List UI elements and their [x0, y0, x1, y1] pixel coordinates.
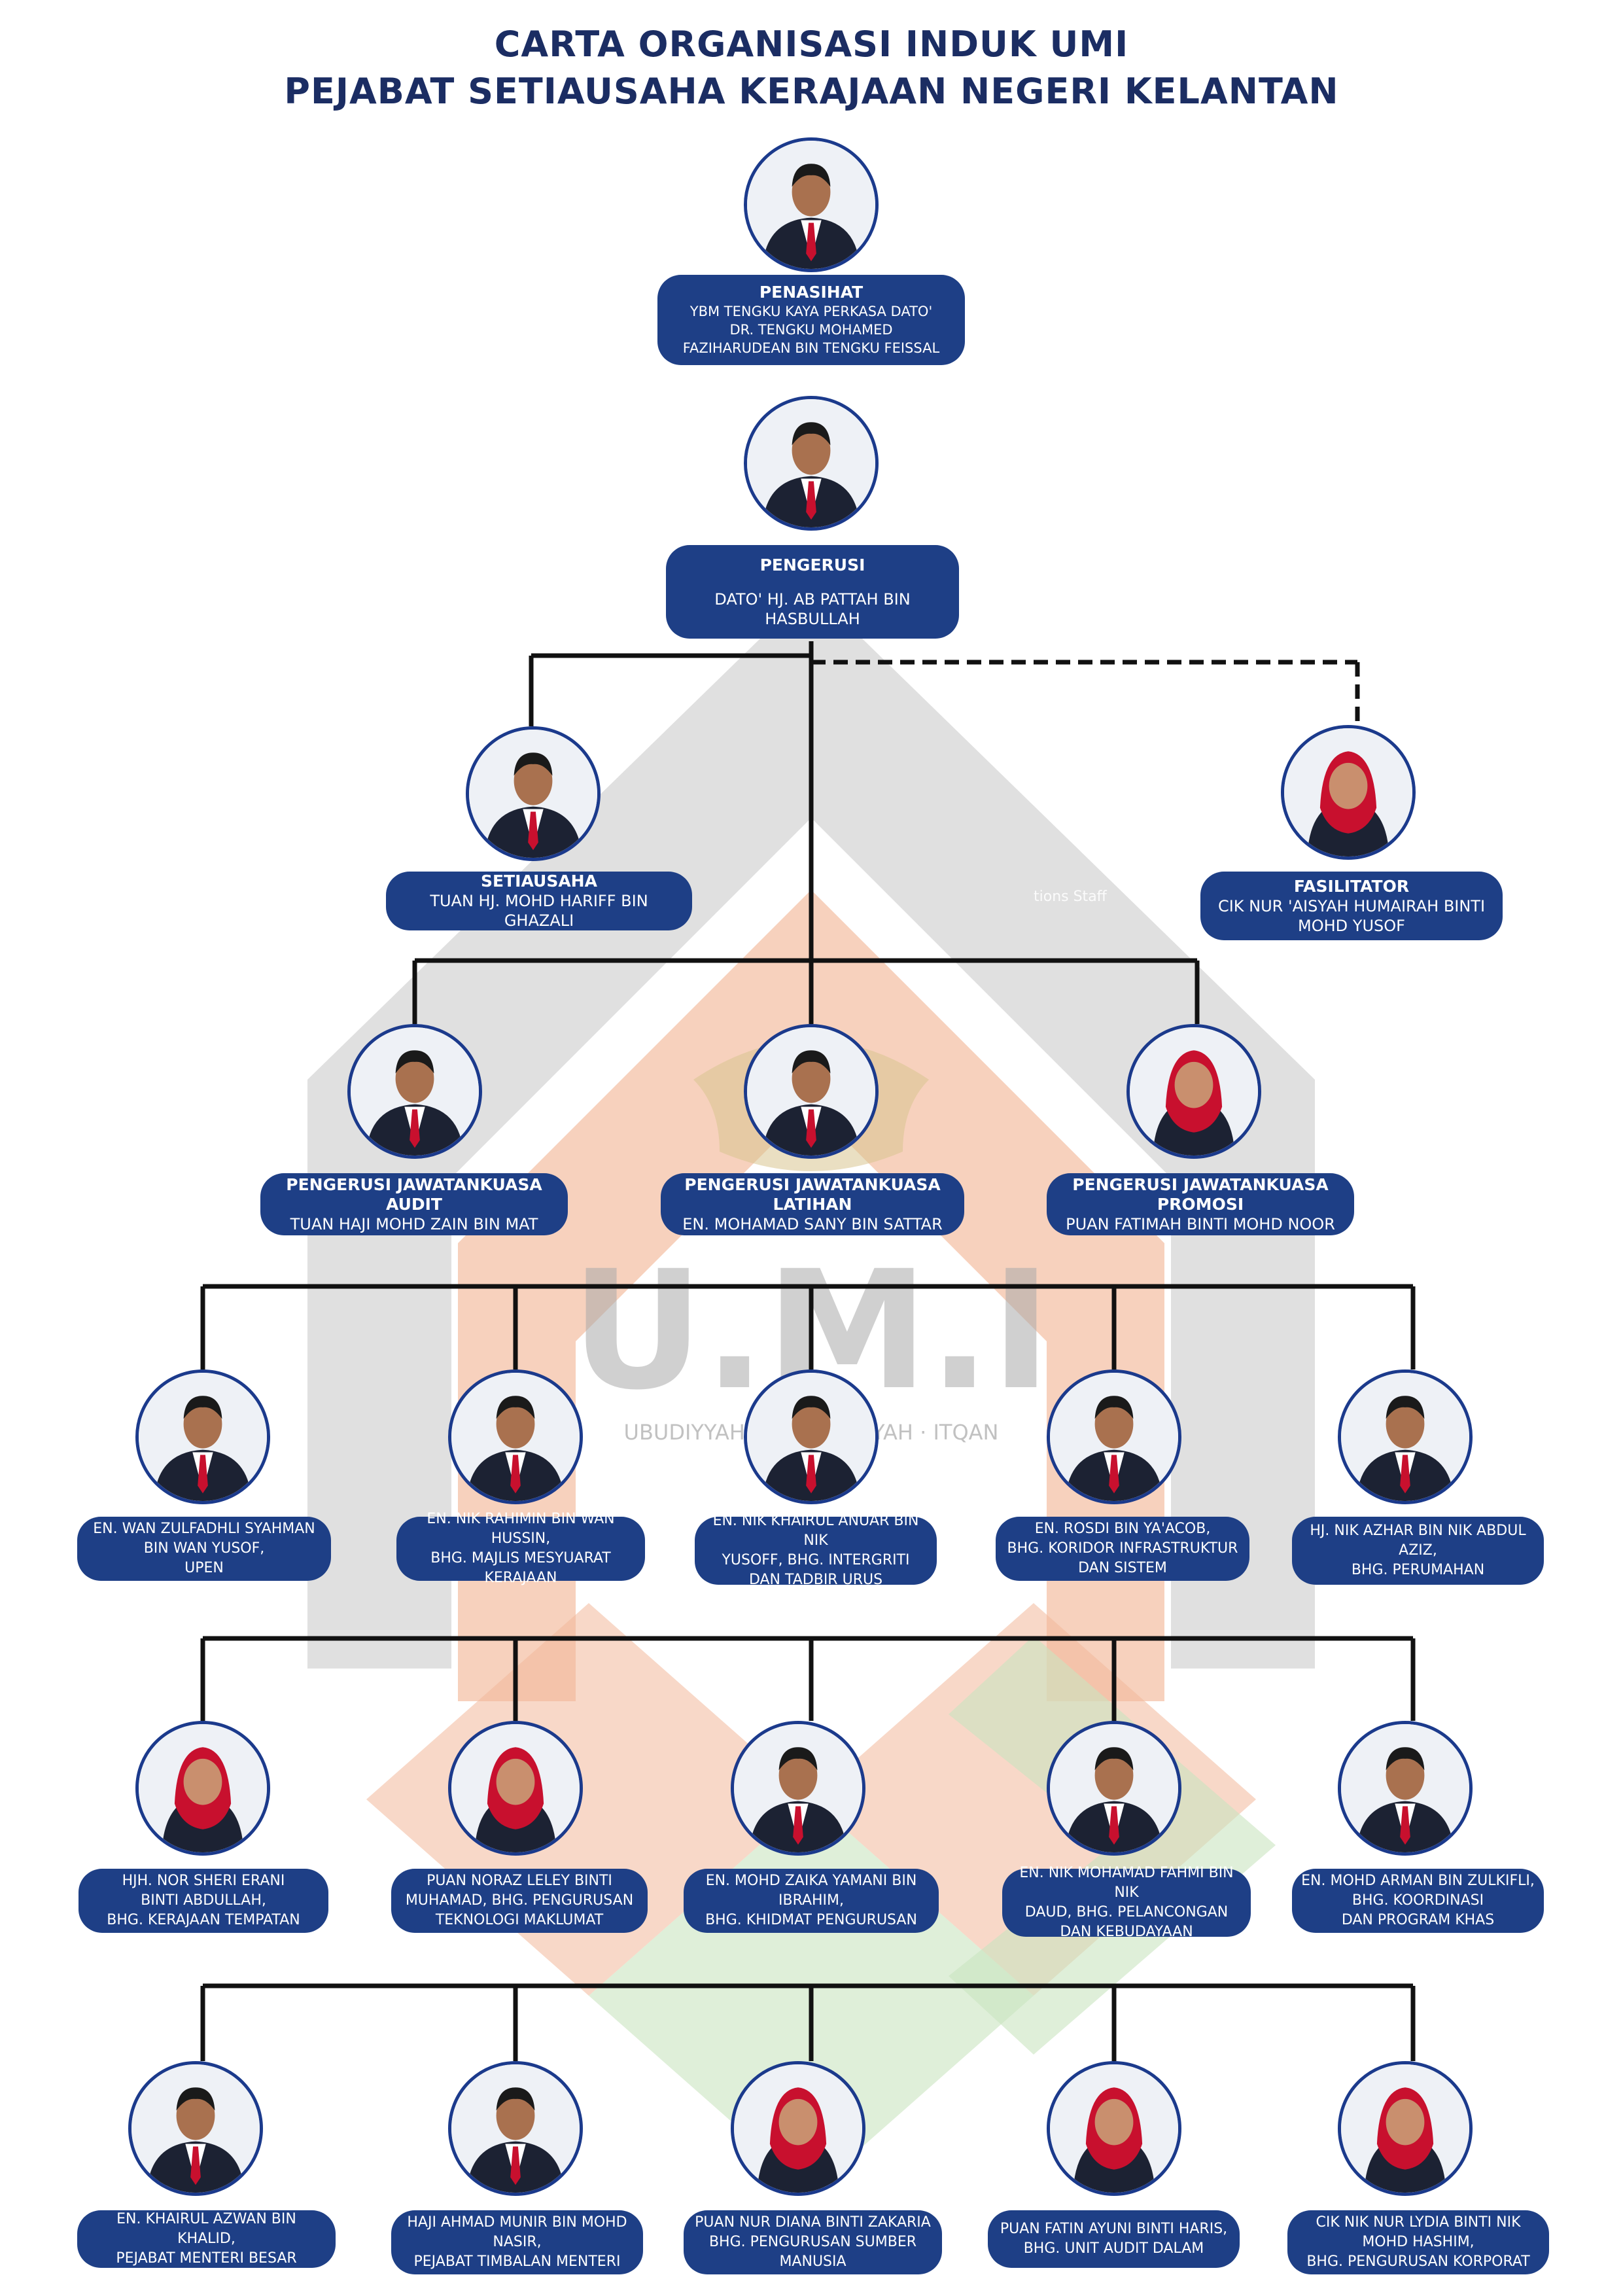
- portrait-setiausaha: [466, 726, 601, 861]
- portrait-silhouette: [747, 1027, 875, 1156]
- node-jk-latihan: PENGERUSI JAWATANKUASA LATIHAN EN. MOHAM…: [661, 1173, 964, 1235]
- member-box: EN. ROSDI BIN YA'ACOB, BHG. KORIDOR INFR…: [996, 1517, 1249, 1581]
- portrait-penasihat: [744, 137, 879, 272]
- portrait-member: [1047, 1721, 1181, 1856]
- member-box: HAJI AHMAD MUNIR BIN MOHD NASIR, PEJABAT…: [391, 2210, 643, 2274]
- portrait-silhouette: [734, 2064, 862, 2193]
- portrait-silhouette: [1130, 1027, 1258, 1156]
- portrait-jk-latihan: [744, 1024, 879, 1159]
- member-box: EN. NIK RAHIMIN BIN WAN HUSSIN, BHG. MAJ…: [396, 1511, 645, 1586]
- member-name: PUAN FATIMAH BINTI MOHD NOOR: [1066, 1214, 1335, 1233]
- member-box: EN. KHAIRUL AZWAN BIN KHALID, PEJABAT ME…: [77, 2210, 336, 2268]
- portrait-silhouette: [451, 2064, 580, 2193]
- portrait-silhouette: [1284, 728, 1412, 857]
- role-label: PENGERUSI JAWATANKUASA AUDIT: [286, 1174, 542, 1214]
- member-box: HJ. NIK AZHAR BIN NIK ABDUL AZIZ, BHG. P…: [1292, 1517, 1544, 1585]
- page-title-line-1: CARTA ORGANISASI INDUK UMI: [494, 24, 1129, 65]
- portrait-silhouette: [451, 1724, 580, 1852]
- node-jk-promosi: PENGERUSI JAWATANKUASA PROMOSI PUAN FATI…: [1047, 1173, 1354, 1235]
- portrait-silhouette: [469, 730, 597, 858]
- portrait-silhouette: [747, 141, 875, 269]
- node-jk-audit: PENGERUSI JAWATANKUASA AUDIT TUAN HAJI M…: [260, 1173, 568, 1235]
- member-box: CIK NIK NUR LYDIA BINTI NIK MOHD HASHIM,…: [1287, 2210, 1549, 2274]
- role-label: PENGERUSI JAWATANKUASA PROMOSI: [1072, 1174, 1329, 1214]
- member-box: EN. MOHD ZAIKA YAMANI BIN IBRAHIM, BHG. …: [684, 1869, 939, 1933]
- page-title-line-2: PEJABAT SETIAUSAHA KERAJAAN NEGERI KELAN…: [284, 71, 1339, 112]
- portrait-silhouette: [1050, 1724, 1178, 1852]
- portrait-silhouette: [1341, 1724, 1469, 1852]
- portrait-member: [135, 1721, 270, 1856]
- portrait-silhouette: [1341, 1373, 1469, 1501]
- portrait-silhouette: [747, 1373, 875, 1501]
- portrait-member: [1047, 1369, 1181, 1504]
- portrait-member: [731, 2061, 865, 2196]
- node-penasihat: PENASIHAT YBM TENGKU KAYA PERKASA DATO' …: [657, 275, 965, 365]
- member-name: EN. ROSDI BIN YA'ACOB, BHG. KORIDOR INFR…: [1007, 1521, 1238, 1576]
- member-name: EN. NIK MOHAMAD FAHMI BIN NIK DAUD, BHG.…: [1019, 1865, 1234, 1940]
- stray-text: tions Staff: [1034, 889, 1107, 905]
- portrait-silhouette: [139, 1373, 267, 1501]
- member-name: EN. NIK RAHIMIN BIN WAN HUSSIN, BHG. MAJ…: [427, 1511, 615, 1586]
- role-label: PENASIHAT: [759, 283, 864, 302]
- portrait-silhouette: [451, 1373, 580, 1501]
- member-box: EN. NIK MOHAMAD FAHMI BIN NIK DAUD, BHG.…: [1002, 1865, 1251, 1940]
- member-name: PUAN NUR DIANA BINTI ZAKARIA BHG. PENGUR…: [695, 2214, 931, 2270]
- node-setiausaha: SETIAUSAHA TUAN HJ. MOHD HARIFF BIN GHAZ…: [386, 872, 692, 930]
- portrait-pengerusi: [744, 396, 879, 531]
- portrait-member: [1338, 1369, 1473, 1504]
- portrait-silhouette: [747, 399, 875, 527]
- member-box: EN. MOHD ARMAN BIN ZULKIFLI, BHG. KOORDI…: [1292, 1869, 1544, 1933]
- portrait-silhouette: [1050, 2064, 1178, 2193]
- role-label: SETIAUSAHA: [481, 872, 597, 891]
- member-box: PUAN NORAZ LELEY BINTI MUHAMAD, BHG. PEN…: [391, 1869, 648, 1933]
- member-name: DATO' HJ. AB PATTAH BIN HASBULLAH: [714, 590, 911, 628]
- member-name: EN. WAN ZULFADHLI SYAHMAN BIN WAN YUSOF,…: [93, 1521, 315, 1576]
- portrait-member: [448, 1369, 583, 1504]
- member-name: EN. MOHD ARMAN BIN ZULKIFLI, BHG. KOORDI…: [1301, 1873, 1535, 1928]
- portrait-silhouette: [1050, 1373, 1178, 1501]
- member-name: EN. MOHD ZAIKA YAMANI BIN IBRAHIM, BHG. …: [705, 1873, 917, 1928]
- portrait-member: [135, 1369, 270, 1504]
- portrait-member: [1047, 2061, 1181, 2196]
- portrait-member: [744, 1369, 879, 1504]
- portrait-member: [731, 1721, 865, 1856]
- member-box: EN. NIK KHAIRUL ANUAR BIN NIK YUSOFF, BH…: [695, 1513, 937, 1588]
- member-box: EN. WAN ZULFADHLI SYAHMAN BIN WAN YUSOF,…: [77, 1517, 331, 1581]
- member-box: PUAN NUR DIANA BINTI ZAKARIA BHG. PENGUR…: [684, 2210, 942, 2274]
- portrait-silhouette: [351, 1027, 479, 1156]
- member-box: HJH. NOR SHERI ERANI BINTI ABDULLAH, BHG…: [79, 1869, 328, 1933]
- portrait-fasilitator: [1281, 725, 1416, 860]
- member-name: EN. MOHAMAD SANY BIN SATTAR: [682, 1214, 943, 1233]
- member-box: PUAN FATIN AYUNI BINTI HARIS, BHG. UNIT …: [988, 2210, 1240, 2268]
- member-name: HAJI AHMAD MUNIR BIN MOHD NASIR, PEJABAT…: [407, 2214, 627, 2270]
- portrait-jk-promosi: [1126, 1024, 1261, 1159]
- member-name: PUAN FATIN AYUNI BINTI HARIS, BHG. UNIT …: [1000, 2221, 1228, 2257]
- member-name: EN. KHAIRUL AZWAN BIN KHALID, PEJABAT ME…: [116, 2211, 297, 2267]
- member-name: EN. NIK KHAIRUL ANUAR BIN NIK YUSOFF, BH…: [712, 1513, 919, 1588]
- member-name: CIK NUR 'AISYAH HUMAIRAH BINTI MOHD YUSO…: [1217, 896, 1486, 935]
- member-name: TUAN HAJI MOHD ZAIN BIN MAT: [290, 1214, 538, 1233]
- role-label: FASILITATOR: [1293, 876, 1410, 896]
- portrait-member: [1338, 2061, 1473, 2196]
- portrait-member: [448, 1721, 583, 1856]
- portrait-silhouette: [734, 1724, 862, 1852]
- member-name: HJH. NOR SHERI ERANI BINTI ABDULLAH, BHG…: [107, 1873, 300, 1928]
- member-name: HJ. NIK AZHAR BIN NIK ABDUL AZIZ, BHG. P…: [1310, 1523, 1526, 1578]
- node-pengerusi: PENGERUSI DATO' HJ. AB PATTAH BIN HASBUL…: [666, 545, 959, 639]
- portrait-member: [128, 2061, 263, 2196]
- portrait-jk-audit: [347, 1024, 482, 1159]
- portrait-member: [1338, 1721, 1473, 1856]
- member-name: TUAN HJ. MOHD HARIFF BIN GHAZALI: [430, 892, 648, 930]
- portrait-member: [448, 2061, 583, 2196]
- member-name: YBM TENGKU KAYA PERKASA DATO' DR. TENGKU…: [682, 304, 940, 356]
- role-label: PENGERUSI: [759, 555, 865, 574]
- node-fasilitator: FASILITATOR CIK NUR 'AISYAH HUMAIRAH BIN…: [1200, 872, 1503, 940]
- portrait-silhouette: [139, 1724, 267, 1852]
- role-label: PENGERUSI JAWATANKUASA LATIHAN: [684, 1174, 941, 1214]
- member-name: CIK NIK NUR LYDIA BINTI NIK MOHD HASHIM,…: [1306, 2214, 1530, 2270]
- portrait-silhouette: [131, 2064, 260, 2193]
- portrait-silhouette: [1341, 2064, 1469, 2193]
- member-name: PUAN NORAZ LELEY BINTI MUHAMAD, BHG. PEN…: [405, 1873, 634, 1928]
